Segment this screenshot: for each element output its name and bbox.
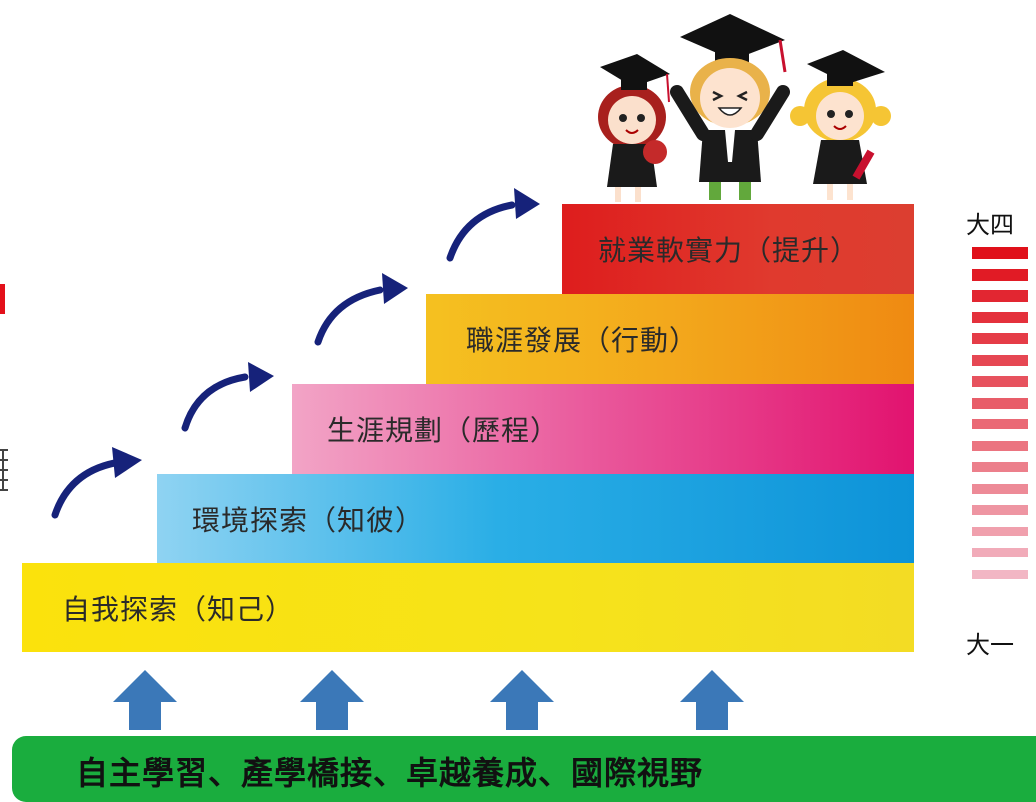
scale-bar <box>972 269 1028 281</box>
scale-bar <box>972 462 1028 472</box>
step-label: 自我探索（知己） <box>62 592 295 626</box>
banner-text: 自主學習、產學橋接、卓越養成、國際視野 <box>76 754 704 792</box>
scale-top-label: 大四 <box>966 211 1014 239</box>
step-label: 環境探索（知彼） <box>192 503 425 537</box>
up-arrow-icon <box>113 670 177 730</box>
scale-bar <box>972 548 1028 557</box>
scale-bar <box>972 247 1028 259</box>
scale-bar <box>972 570 1028 579</box>
up-arrow-icon <box>680 670 744 730</box>
up-arrow-icon <box>300 670 364 730</box>
graduates-illustration <box>598 14 891 202</box>
cropped-red-fragment <box>0 284 5 314</box>
scale-bar <box>972 333 1028 344</box>
scale-bar <box>972 398 1028 409</box>
step-environment-exploration: 環境探索（知彼） <box>157 474 914 563</box>
step-label: 職涯發展（行動） <box>466 324 699 357</box>
step-career-development: 職涯發展（行動） <box>426 294 914 384</box>
step-career-planning: 生涯規劃（歷程） <box>292 384 914 474</box>
step-label: 生涯規劃（歷程） <box>327 414 560 447</box>
scale-bar <box>972 312 1028 323</box>
graduate-boy-center <box>670 14 790 200</box>
scale-bar <box>972 376 1028 387</box>
graduate-girl-left <box>598 54 670 202</box>
curved-arrows <box>51 188 540 519</box>
curved-arrow-icon <box>51 447 142 519</box>
curved-arrow-icon <box>314 273 408 346</box>
scale-bar <box>972 441 1028 451</box>
curved-arrow-icon <box>181 362 274 432</box>
step-self-exploration: 自我探索（知己） <box>22 563 914 652</box>
curved-arrow-icon <box>446 188 540 262</box>
graduate-girl-right <box>790 50 891 200</box>
scale-bar <box>972 290 1028 302</box>
step-employability: 就業軟實力（提升） <box>562 204 914 294</box>
scale-bar <box>972 355 1028 366</box>
scale-bar <box>972 419 1028 429</box>
step-label: 就業軟實力（提升） <box>598 234 860 267</box>
scale-bar <box>972 527 1028 536</box>
bottom-banner: 自主學習、產學橋接、卓越養成、國際視野 <box>12 736 1036 802</box>
scale-bar <box>972 484 1028 494</box>
cropped-gray-fragment <box>0 449 8 491</box>
scale-bar <box>972 505 1028 515</box>
scale-bottom-label: 大一 <box>966 631 1014 659</box>
up-arrow-icon <box>490 670 554 730</box>
up-arrows <box>113 670 744 730</box>
